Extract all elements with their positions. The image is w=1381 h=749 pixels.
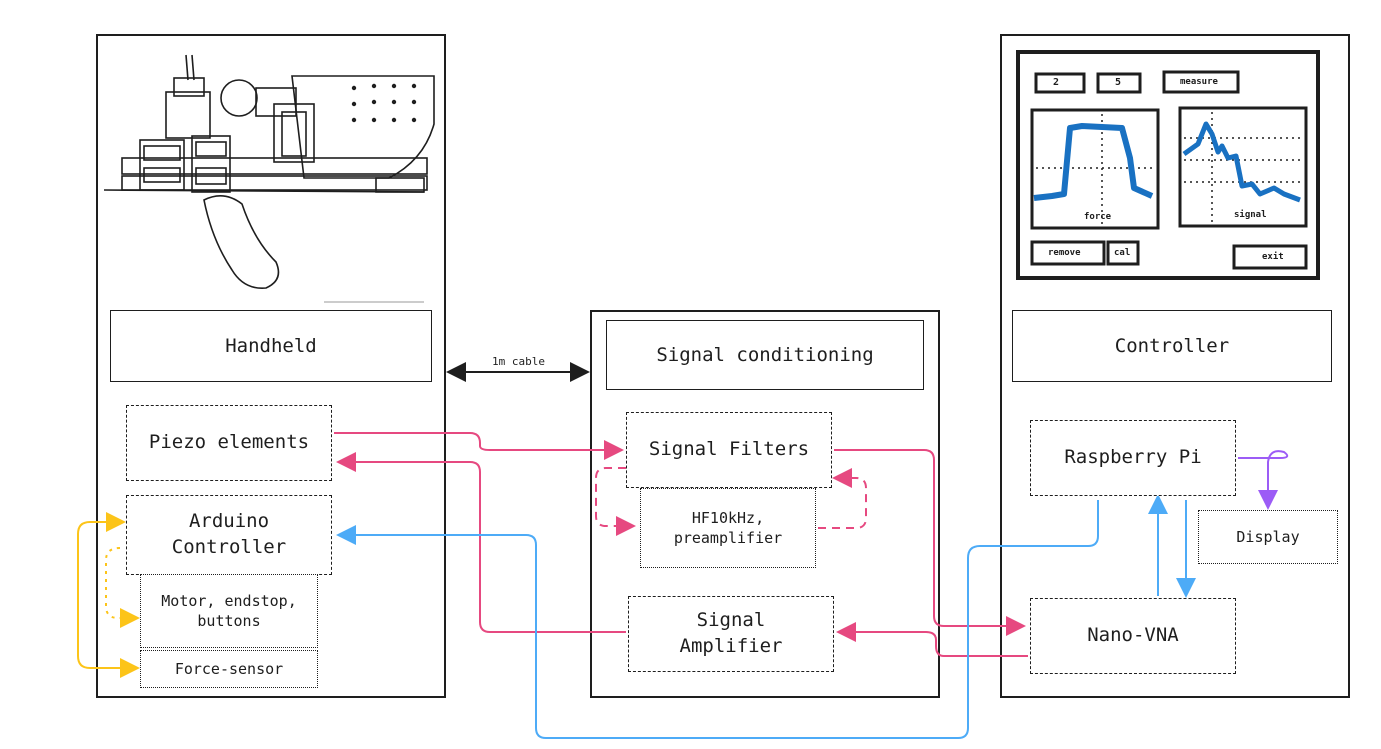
force-sensor-node: Force-sensor [140, 650, 318, 688]
signal-amplifier-label: Signal Amplifier [679, 609, 783, 657]
arduino-to-motor-wire [105, 547, 140, 628]
rpi-to-display-wire [1238, 450, 1289, 510]
nano-vna-label: Nano-VNA [1087, 624, 1179, 647]
arduino-controller-label: Arduino Controller [171, 510, 287, 558]
display-node: Display [1198, 510, 1338, 564]
cal-button: cal [1114, 248, 1131, 258]
measure-button: measure [1180, 77, 1218, 87]
hf-to-filters-loop-right [818, 468, 867, 529]
arduino-controller-node: Arduino Controller [126, 495, 332, 575]
controller-title: Controller [1012, 310, 1332, 382]
rpi-to-arduino-wire [336, 500, 1099, 739]
signal-amplifier-node: Signal Amplifier [628, 596, 834, 672]
handheld-device-drawing [104, 54, 435, 303]
vna-to-amplifier-wire [836, 622, 1028, 657]
nano-vna-node: Nano-VNA [1030, 598, 1236, 674]
piezo-to-filters-wire [334, 432, 624, 460]
amplifier-to-piezo-wire [336, 452, 626, 633]
raspberry-pi-node: Raspberry Pi [1030, 420, 1236, 496]
force-sensor-label: Force-sensor [174, 659, 284, 678]
force-plot-label: force [1084, 212, 1112, 222]
signal-conditioning-panel [590, 310, 940, 698]
remove-button: remove [1048, 248, 1081, 258]
stepper2-value: 5 [1115, 77, 1122, 88]
filters-to-vna-wire [834, 449, 1026, 636]
controller-ui-sketch: 2 5 measure force signal remove cal exit [1012, 48, 1342, 288]
handheld-title: Handheld [110, 310, 432, 382]
motor-endstop-buttons-label: Motor, endstop, buttons [161, 591, 297, 630]
display-label: Display [1236, 527, 1300, 546]
arduino-to-force-wire [77, 512, 140, 678]
handheld-panel [96, 34, 446, 698]
hf-preamplifier-node: HF10kHz, preamplifier [640, 488, 816, 568]
cable-label: 1m cable [492, 355, 545, 368]
signal-filters-label: Signal Filters [648, 438, 810, 461]
raspberry-pi-label: Raspberry Pi [1064, 446, 1202, 469]
ui-sketch-frame [1016, 50, 1320, 280]
hf-preamplifier-label: HF10kHz, preamplifier [673, 508, 783, 547]
controller-panel [1000, 34, 1350, 698]
filters-to-hf-loop-left [595, 467, 636, 536]
exit-button: exit [1262, 252, 1284, 262]
signal-filters-node: Signal Filters [626, 412, 832, 488]
signal-conditioning-title: Signal conditioning [606, 320, 924, 390]
signal-plot-label: signal [1234, 210, 1267, 220]
motor-endstop-buttons-node: Motor, endstop, buttons [140, 574, 318, 648]
piezo-elements-node: Piezo elements [126, 405, 332, 481]
stepper1-value: 2 [1053, 77, 1060, 88]
piezo-elements-label: Piezo elements [148, 431, 310, 454]
